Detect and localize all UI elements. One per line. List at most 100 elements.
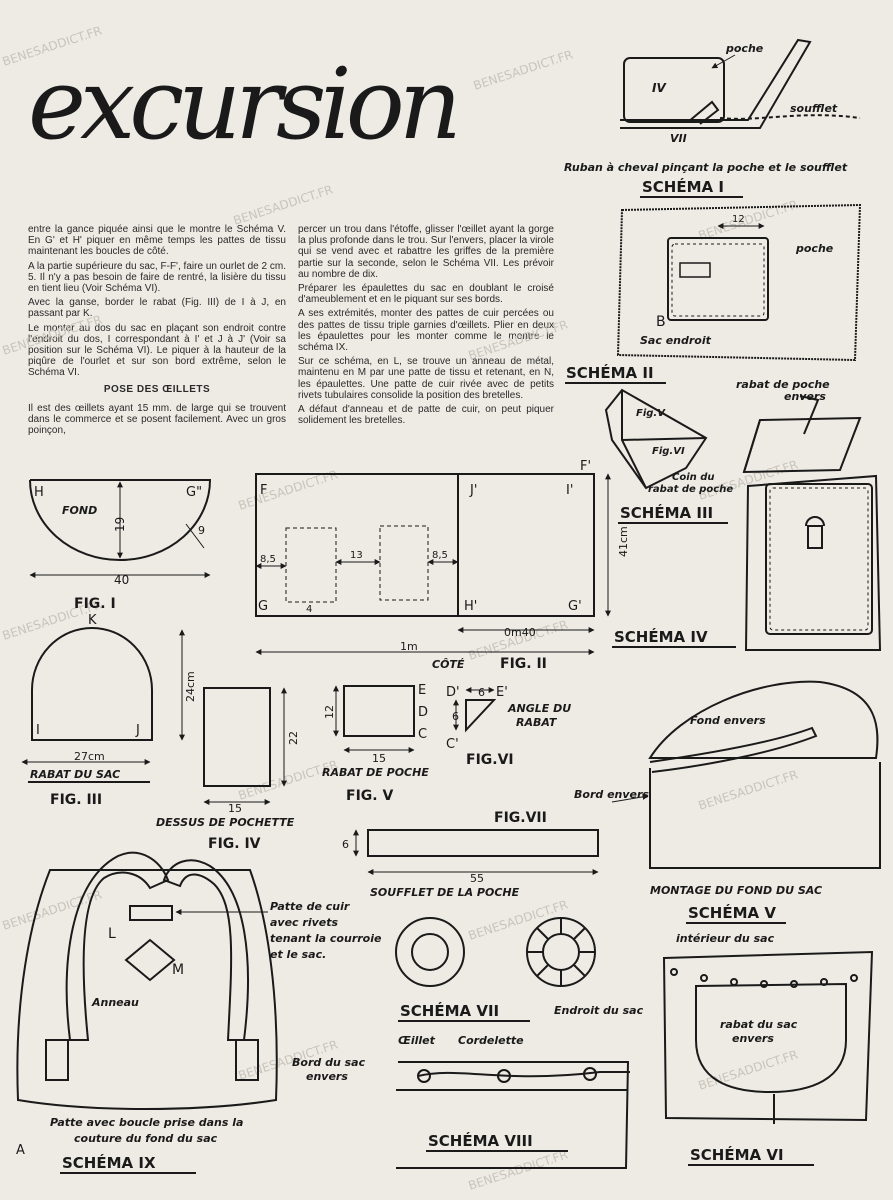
fig-2-cote-label: CÔTÉ: [432, 657, 465, 671]
fig-5-dim-12: 12: [323, 705, 336, 719]
schema-3-title: SCHÉMA III: [620, 503, 713, 522]
fig-5-dim-15: 15: [372, 752, 386, 765]
schema-8-title: SCHÉMA VIII: [428, 1131, 533, 1150]
fig-6-title: FIG.VI: [466, 752, 514, 768]
watermark: BENESADDICT.FR: [697, 1047, 800, 1092]
fig-6-dp-label: D': [446, 685, 460, 700]
subheading: POSE DES ŒILLETS: [103, 383, 211, 395]
fig-1-title: FIG. I: [74, 596, 116, 612]
fig-2-dim-8-5a: 8,5: [260, 554, 276, 565]
fig-3-label: RABAT DU SAC: [30, 768, 120, 781]
fig-1-h-label: H: [34, 485, 44, 500]
fig-2-fp-label: F': [580, 459, 591, 474]
article-column-1: entre la gance piquée ainsi que le montr…: [28, 224, 286, 439]
schema-5-bord-label: Bord envers: [574, 788, 649, 801]
schema-2-dimension-12: 12: [732, 214, 745, 225]
schema-7-title: SCHÉMA VII: [400, 1001, 499, 1020]
schema-8-bord-label-2: envers: [306, 1070, 348, 1083]
schema-3-rabat-label: rabat de poche: [736, 378, 830, 391]
paragraph: A défaut d'anneau et de patte de cuir, o…: [298, 404, 554, 427]
fig-2-gp-label: G': [568, 599, 582, 614]
schema-9-bottom-label-2: couture du fond du sac: [74, 1132, 218, 1145]
fig-4-dim-22: 22: [287, 731, 300, 745]
fig-3-i-label: I: [36, 723, 40, 738]
fig-2-j-label: J': [469, 483, 477, 498]
fig-6-dim-6a: 6: [478, 686, 485, 699]
fig-6-dim-6b: 6: [452, 710, 459, 723]
fig-7-dim-6: 6: [342, 838, 349, 851]
fig-6-ep-label: E': [496, 685, 508, 700]
schema-5-caption: MONTAGE DU FOND DU SAC: [650, 884, 822, 897]
fig-3-title: FIG. III: [50, 792, 102, 808]
schema-6-interieur-label: intérieur du sac: [676, 932, 775, 945]
fig-3-j-label: J: [135, 723, 140, 738]
fig-7-diagram: [353, 829, 599, 875]
schema-6-endroit-label: Endroit du sac: [554, 1004, 644, 1017]
schema-1-iv-label: IV: [652, 81, 667, 95]
fig-6-diagram: [453, 687, 497, 733]
fig-2-f-label: F: [260, 483, 267, 498]
schema-1-vii-label: VII: [670, 132, 687, 145]
schema-3-diagram: [604, 388, 862, 490]
watermark: BENESADDICT.FR: [472, 47, 575, 92]
fig-2-diagram: [255, 473, 611, 655]
fig-2-dim-13: 13: [350, 550, 363, 561]
schema-9-patte-label-2: avec rivets: [270, 916, 338, 929]
schema-9-title: SCHÉMA IX: [62, 1153, 156, 1172]
schema-2-sac-label: Sac endroit: [640, 334, 712, 347]
fig-2-dim-8-5b: 8,5: [432, 550, 448, 561]
schema-9-anneau-label: Anneau: [91, 996, 139, 1009]
schema-3-figv-label: Fig.V: [636, 408, 666, 419]
paragraph: percer un trou dans l'étoffe, glisser l'…: [298, 224, 554, 280]
fig-1-diagram: [29, 479, 212, 578]
fig-2-dim-040: 0m40: [504, 626, 536, 639]
schema-1-caption: Ruban à cheval pinçant la poche et le so…: [564, 161, 848, 174]
paragraph: Préparer les épaulettes du sac en doubla…: [298, 283, 554, 306]
schema-9-diagram: [16, 851, 278, 1110]
fig-1-dim-9: 9: [198, 524, 205, 537]
schema-5-title: SCHÉMA V: [688, 903, 776, 922]
fig-2-i-label: I': [566, 483, 573, 498]
fig-6-label-2: RABAT: [516, 716, 558, 729]
fig-3-diagram: [21, 627, 185, 765]
schema-9-m-label: M: [172, 962, 184, 978]
article-column-2: percer un trou dans l'étoffe, glisser l'…: [298, 224, 554, 429]
fig-2-g-label: G: [258, 599, 268, 614]
paragraph: entre la gance piquée ainsi que le montr…: [28, 224, 286, 258]
paragraph: Il est des œillets ayant 15 mm. de large…: [28, 402, 286, 437]
fig-5-c-label: C: [418, 727, 427, 742]
fig-5-diagram: [333, 685, 415, 753]
fig-7-title: FIG.VII: [494, 810, 547, 826]
fig-5-d-label: D: [418, 705, 428, 720]
schema-9-l-label: L: [108, 926, 116, 942]
fig-1-g-label: G": [186, 485, 202, 500]
fig-5-e-label: E: [418, 683, 426, 698]
schema-5-fond-label: Fond envers: [690, 714, 766, 727]
fig-1-fond-label: FOND: [62, 504, 97, 517]
schema-2-poche-label: poche: [795, 242, 834, 255]
paragraph: A la partie supérieure du sac, F-F', fai…: [28, 260, 286, 295]
watermark: BENESADDICT.FR: [697, 197, 800, 242]
schema-6-title: SCHÉMA VI: [690, 1145, 784, 1164]
fig-4-label: DESSUS DE POCHETTE: [156, 816, 295, 829]
watermark: BENESADDICT.FR: [237, 757, 340, 802]
watermark: BENESADDICT.FR: [697, 767, 800, 812]
schema-1-soufflet-label: soufflet: [790, 102, 838, 115]
schema-9-bottom-label-1: Patte avec boucle prise dans la: [50, 1116, 243, 1129]
schema-8-diagram: [396, 1061, 630, 1169]
schema-8-oeillet-label: Œillet: [398, 1034, 436, 1047]
watermark: BENESADDICT.FR: [1, 312, 104, 357]
schema-6-rabat-label-1: rabat du sac: [720, 1018, 798, 1031]
fig-3-dim-24: 24cm: [184, 671, 197, 702]
fig-2-title: FIG. II: [500, 656, 547, 672]
fig-2-hp-label: H': [464, 599, 477, 614]
fig-7-dim-55: 55: [470, 872, 484, 885]
schema-3-figvi-label: Fig.VI: [652, 446, 685, 457]
fig-6-cp-label: C': [446, 737, 459, 752]
fig-6-label-1: ANGLE DU: [507, 702, 571, 715]
paragraph: Avec la ganse, border le rabat (Fig. III…: [28, 297, 286, 320]
fig-4-title: FIG. IV: [208, 836, 261, 852]
schema-3-coin-label-1: Coin du: [672, 472, 715, 483]
schema-1-poche-label: poche: [725, 42, 764, 55]
